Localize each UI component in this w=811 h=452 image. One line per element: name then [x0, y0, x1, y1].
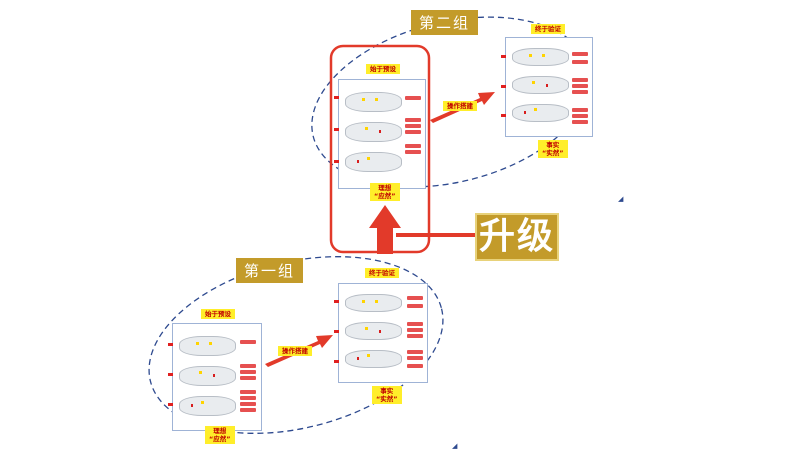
g2-verify-panel	[505, 37, 593, 137]
group2-label: 第二组	[411, 10, 479, 35]
g2-start-label: 始于预设	[366, 64, 400, 74]
g1-fact-line1: 事实	[380, 387, 394, 395]
upgrade-badge: 升级	[475, 213, 559, 261]
g2-ideal-line2: “应然”	[374, 192, 396, 200]
svg-text:◢: ◢	[452, 442, 458, 450]
g2-preset-panel	[338, 79, 426, 189]
g1-ideal-line2: “应然”	[209, 435, 231, 443]
g2-fact-label: 事实 “实然”	[538, 140, 568, 158]
g1-fact-label: 事实 “实然”	[372, 386, 402, 404]
g2-fact-line2: “实然”	[542, 149, 564, 157]
g1-end-label: 终于验证	[365, 268, 399, 278]
g1-preset-panel	[172, 323, 262, 431]
svg-text:◢: ◢	[618, 195, 624, 203]
g1-build-label: 操作搭建	[278, 346, 312, 356]
g2-fact-line1: 事实	[546, 141, 560, 149]
g1-verify-panel	[338, 283, 428, 383]
g1-start-label: 始于预设	[201, 309, 235, 319]
g1-fact-line2: “实然”	[376, 395, 398, 403]
up-arrow	[369, 205, 401, 254]
g1-ideal-line1: 理想	[213, 427, 227, 435]
g2-ideal-line1: 理想	[378, 184, 392, 192]
group1-label: 第一组	[236, 258, 304, 283]
g2-ideal-label: 理想 “应然”	[370, 183, 400, 201]
g2-end-label: 终于验证	[531, 24, 565, 34]
g2-build-label: 操作搭建	[443, 101, 477, 111]
g1-ideal-label: 理想 “应然”	[205, 426, 235, 444]
